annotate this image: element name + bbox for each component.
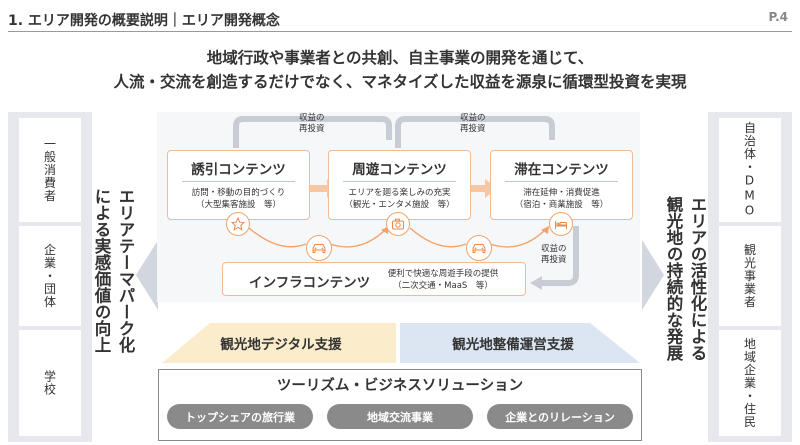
digital-support-label: 観光地デジタル支援 — [220, 337, 342, 353]
left-card-companies: 企業・団体 — [19, 226, 81, 326]
left-stakeholder-panel: 一般消費者 企業・団体 学校 — [8, 112, 92, 442]
car-icon — [306, 235, 332, 261]
infra-title: インフラコンテンツ — [249, 275, 371, 291]
star-icon — [226, 212, 250, 236]
content-box-excursion: 周遊コンテンツ エリアを廻る楽しみの充実 （観光・エンタメ施設 等） — [328, 150, 471, 220]
return-arrowhead-3 — [530, 276, 542, 290]
digital-support-shape — [162, 323, 396, 363]
left-card-label: 一般消費者 — [42, 137, 57, 203]
left-card-consumers: 一般消費者 — [19, 118, 81, 222]
revenue-label-3-line-2: 再投資 — [541, 255, 567, 265]
content-box-stay: 滞在コンテンツ 滞在延伸・消費促進 （宿泊・商業施設 等） — [490, 150, 633, 220]
infra-desc-1: 便利で快適な周遊手段の提供 — [387, 269, 499, 279]
business-pill-travel: トップシェアの旅行業 — [167, 404, 313, 429]
right-heading-line-1: エリアの活性化による — [688, 196, 707, 361]
forward-arrow-2-shaft — [471, 185, 485, 192]
content-desc-2: （宿泊・商業施設 等） — [514, 200, 609, 210]
forward-arrow-1-shaft — [309, 185, 327, 192]
right-card-label: 観光事業者 — [742, 243, 757, 309]
revenue-label-2: 収益の 再投資 — [460, 113, 486, 135]
content-desc-1: 滞在延伸・消費促進 — [523, 188, 600, 198]
return-loop-2 — [395, 116, 555, 148]
left-heading: エリアテーマパーク化 による実感価値の向上 — [90, 188, 136, 353]
return-loop-1 — [233, 116, 392, 148]
revenue-label-2-line-1: 収益の — [460, 113, 486, 123]
left-arrow-icon — [136, 240, 158, 310]
orange-arc-2 — [329, 229, 386, 248]
content-desc-2: （観光・エンタメ施設 等） — [344, 200, 455, 210]
management-support-shape — [400, 323, 640, 363]
business-solution-title: ツーリズム・ビジネスソリューション — [276, 378, 524, 394]
camera-icon — [386, 212, 410, 236]
content-divider — [182, 181, 295, 182]
left-heading-line-1: エリアテーマパーク化 — [116, 188, 135, 353]
bed-icon — [549, 212, 573, 236]
left-card-label: 企業・団体 — [42, 243, 57, 309]
revenue-label-2-line-2: 再投資 — [460, 124, 486, 134]
orange-arc-4 — [489, 229, 546, 248]
revenue-label-1-line-1: 収益の — [299, 113, 325, 123]
content-desc-2: （大型集客施設 等） — [195, 200, 281, 210]
right-card-local-residents: 地域企業・住民 — [719, 330, 781, 436]
content-divider — [343, 181, 456, 182]
revenue-label-1-line-2: 再投資 — [299, 124, 325, 134]
right-card-municipality: 自治体・DMO — [719, 118, 781, 222]
lead-line-2: 人流・交流を創造するだけでなく、マネタイズした収益を源泉に循環型投資を実現 — [113, 73, 687, 91]
left-card-label: 学校 — [42, 370, 57, 396]
right-arrow-icon — [642, 240, 664, 310]
content-desc-1: 訪問・移動の目的づくり — [191, 188, 286, 198]
orange-arc-4-head — [541, 226, 549, 234]
management-support-label: 観光地整備運営支援 — [452, 337, 574, 353]
return-loop-3 — [540, 226, 579, 286]
title-bar: 1. エリア開発の概要説明｜エリア開発概念 P.4 — [8, 6, 792, 32]
orange-arc-3 — [409, 227, 467, 248]
infra-desc-2: （二次交通・MaaS 等） — [393, 281, 493, 291]
right-heading: エリアの活性化による 観光地の持続的な発展 — [662, 196, 708, 361]
business-pill-exchange: 地域交流事業 — [327, 404, 473, 429]
page-title: 1. エリア開発の概要説明｜エリア開発概念 — [8, 13, 280, 29]
content-title: 周遊コンテンツ — [352, 162, 447, 178]
right-heading-line-2: 観光地の持続的な発展 — [664, 196, 683, 361]
content-title: 滞在コンテンツ — [514, 162, 609, 178]
revenue-label-1: 収益の 再投資 — [299, 113, 325, 135]
right-card-tourism-operators: 観光事業者 — [719, 226, 781, 326]
revenue-label-3-line-1: 収益の — [541, 244, 567, 254]
right-stakeholder-panel: 自治体・DMO 観光事業者 地域企業・住民 — [708, 112, 792, 442]
content-divider — [505, 181, 618, 182]
content-title: 誘引コンテンツ — [191, 162, 286, 178]
revenue-label-3: 収益の 再投資 — [541, 244, 567, 266]
right-card-label: 自治体・DMO — [742, 121, 757, 219]
orange-arc-1 — [248, 227, 307, 248]
right-card-label: 地域企業・住民 — [742, 337, 757, 429]
page-number: P.4 — [768, 10, 789, 24]
left-heading-line-2: による実感価値の向上 — [92, 188, 111, 353]
car-icon — [466, 235, 492, 261]
business-pill-relations: 企業とのリレーション — [487, 404, 633, 429]
infra-content-box: インフラコンテンツ 便利で快適な周遊手段の提供 （二次交通・MaaS 等） — [222, 262, 526, 296]
left-card-schools: 学校 — [19, 330, 81, 436]
lead-line-1: 地域行政や事業者との共創、自主事業の開発を通じて、 — [206, 49, 594, 67]
content-desc-1: エリアを廻る楽しみの充実 — [348, 188, 451, 198]
